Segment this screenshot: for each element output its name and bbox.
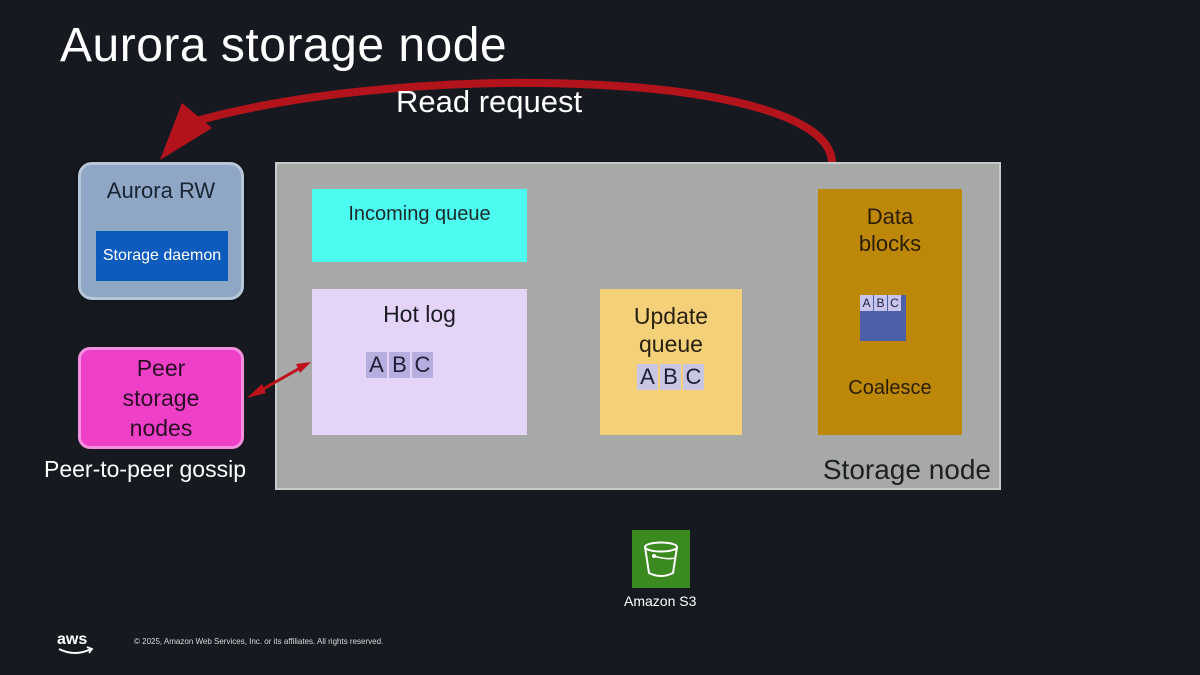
update-queue-box: Update queue A B C — [600, 289, 742, 435]
page-title: Aurora storage node — [60, 19, 508, 72]
update-queue-items: A B C — [637, 364, 706, 390]
svg-text:aws: aws — [57, 631, 87, 648]
update-queue-item: B — [660, 364, 681, 390]
aws-logo: aws — [56, 628, 96, 660]
data-block-items: A B C — [860, 295, 902, 311]
data-blocks-box: Data blocks A B C Coalesce — [818, 189, 962, 435]
hot-log-items: A B C — [366, 352, 435, 378]
peer-gossip-caption: Peer-to-peer gossip — [44, 456, 246, 482]
peer-storage-nodes-box: Peer storage nodes — [78, 347, 244, 449]
data-block: A B C — [860, 295, 906, 341]
hot-log-label: Hot log — [383, 301, 456, 327]
read-request-arrow — [196, 78, 836, 166]
storage-node-label: Storage node — [822, 454, 991, 485]
update-queue-item: A — [637, 364, 658, 390]
update-queue-label: Update queue — [633, 303, 709, 357]
read-request-arrowhead — [160, 103, 212, 160]
data-blocks-label: Data blocks — [858, 204, 922, 256]
storage-daemon-label: Storage daemon — [102, 247, 222, 264]
aurora-rw-box: Aurora RW Storage daemon — [78, 162, 244, 300]
s3-bucket-icon — [632, 530, 690, 588]
update-queue-item: C — [683, 364, 704, 390]
read-request-label: Read request — [396, 84, 583, 119]
storage-daemon-box: Storage daemon — [96, 231, 228, 281]
copyright-text: © 2025, Amazon Web Services, Inc. or its… — [134, 637, 384, 646]
data-block-item: C — [888, 295, 901, 311]
hot-log-item: C — [412, 352, 433, 378]
hot-log-box: Hot log A B C — [312, 289, 527, 435]
incoming-queue-label: Incoming queue — [348, 203, 491, 225]
coalesce-label: Coalesce — [848, 377, 932, 399]
s3-label: Amazon S3 — [624, 593, 697, 609]
data-block-item: B — [874, 295, 887, 311]
aurora-rw-label: Aurora RW — [106, 178, 216, 203]
data-block-item: A — [860, 295, 873, 311]
hot-log-item: B — [389, 352, 410, 378]
peer-storage-nodes-label: Peer storage nodes — [122, 355, 200, 441]
hot-log-item: A — [366, 352, 387, 378]
incoming-queue-box: Incoming queue — [312, 189, 527, 262]
